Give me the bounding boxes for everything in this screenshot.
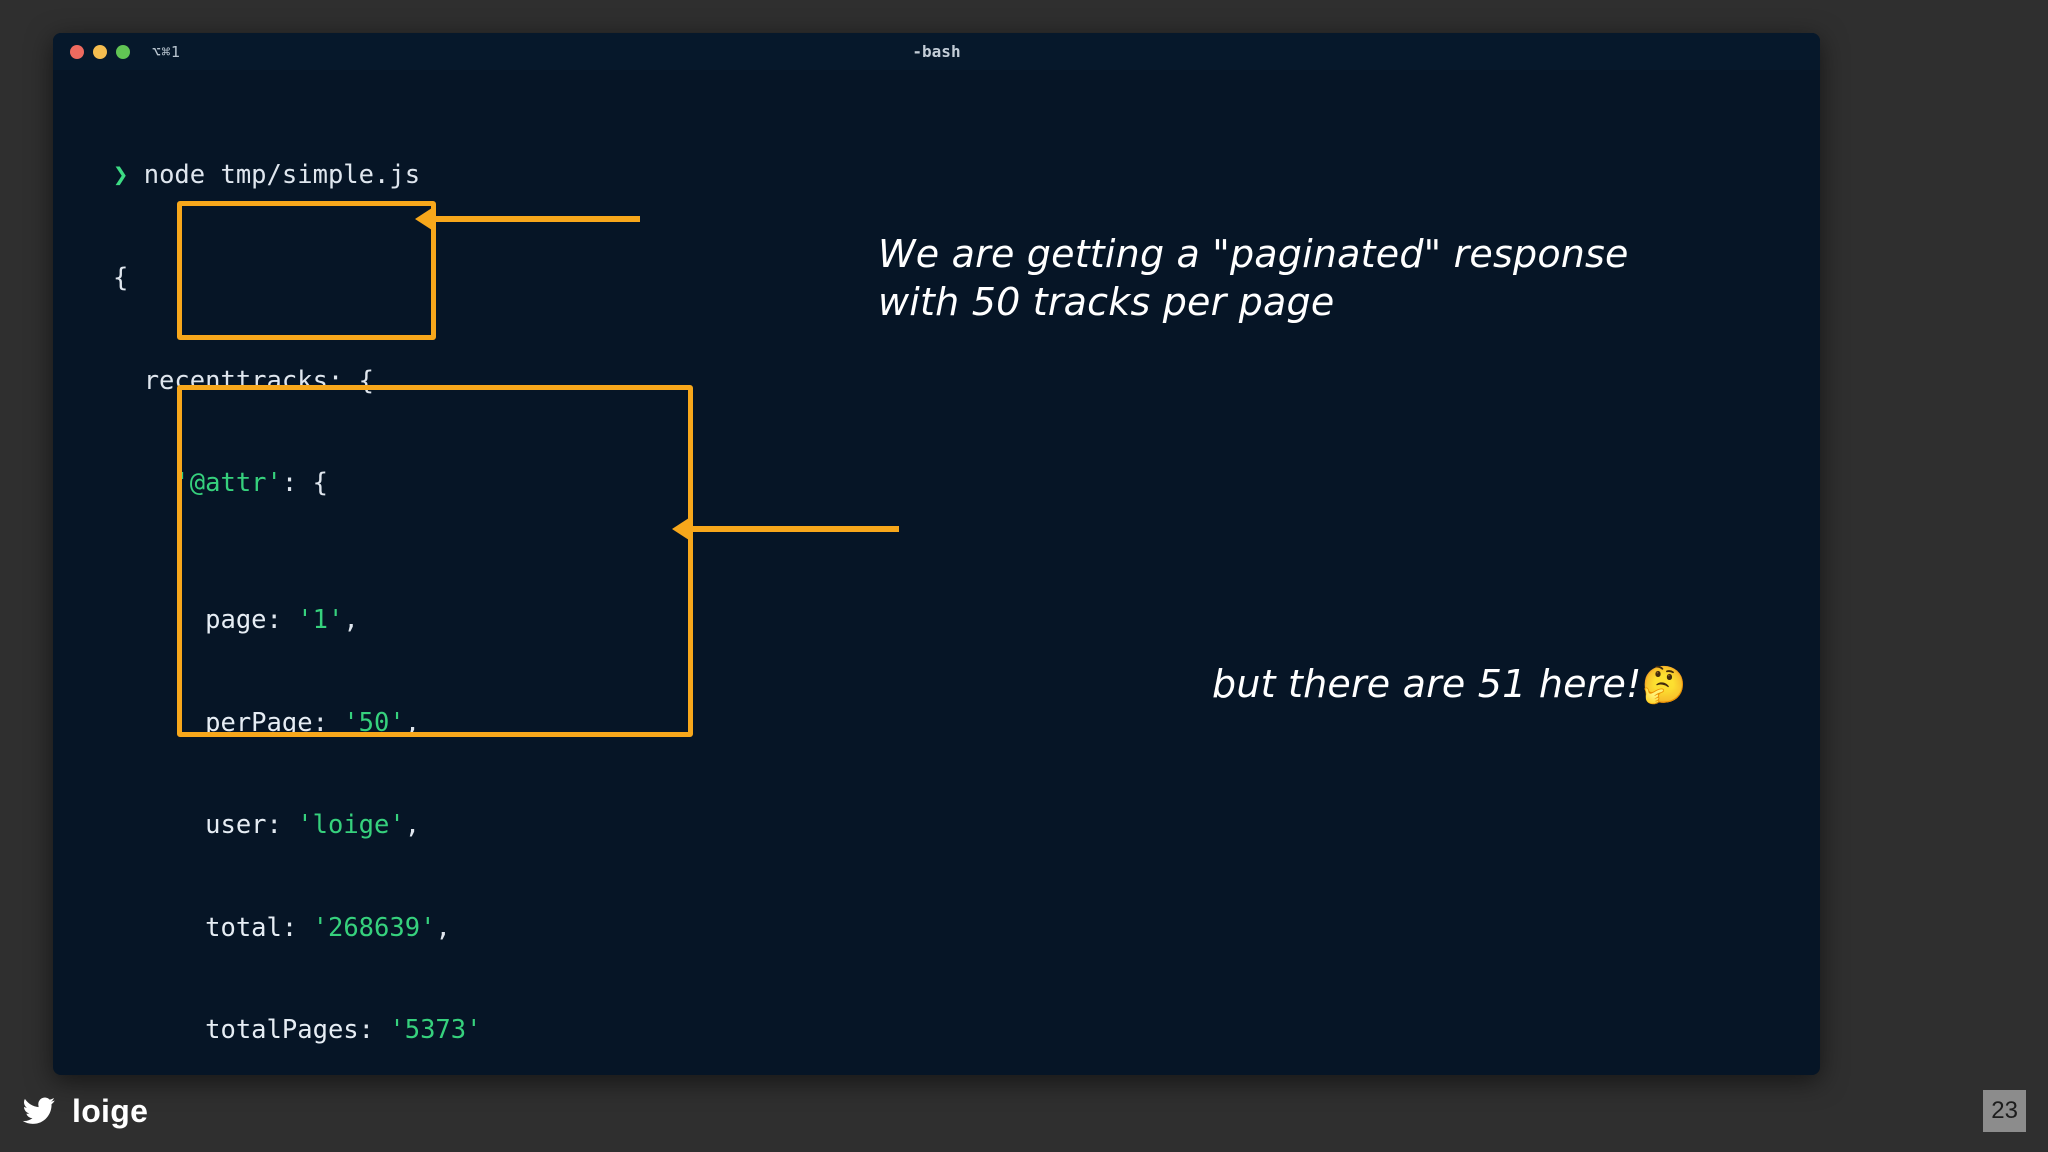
footer-handle: loige xyxy=(72,1093,149,1129)
maximize-button[interactable] xyxy=(116,44,130,59)
terminal-titlebar[interactable]: ⌥⌘1 -bash xyxy=(53,33,1820,70)
paginated-note-line1: We are getting a "paginated" response xyxy=(878,232,1629,276)
attr-entry-total: total: '268639', xyxy=(205,912,451,943)
attr-key-text: '@attr' xyxy=(174,468,282,499)
paginated-note: We are getting a "paginated" response wi… xyxy=(878,230,1698,326)
count-note: but there are 51 here!🤔 xyxy=(1212,660,1912,710)
command-line: ❯ node tmp/simple.js xyxy=(113,158,1820,192)
attr-entry-totalpages: totalPages: '5373' xyxy=(205,1015,482,1046)
page-number: 23 xyxy=(1983,1090,2026,1132)
attr-entry-user: user: 'loige', xyxy=(205,810,421,841)
close-button[interactable] xyxy=(70,44,84,59)
window-title: -bash xyxy=(912,42,961,61)
output-open-brace: { xyxy=(113,263,129,293)
traffic-lights xyxy=(70,44,130,59)
prompt-symbol: ❯ xyxy=(113,160,129,191)
output-attr-key: '@attr': { xyxy=(174,468,328,499)
arrow-left-to-attr-box xyxy=(435,216,640,222)
terminal-window: ⌥⌘1 -bash ❯ node tmp/simple.js { recentt… xyxy=(53,33,1820,1075)
command-text: node tmp/simple.js xyxy=(143,160,421,191)
footer: loige xyxy=(22,1093,148,1130)
paginated-note-line2: with 50 tracks per page xyxy=(878,280,1335,324)
count-note-text: but there are 51 here! xyxy=(1212,662,1642,706)
attr-entry-page: page: '1', xyxy=(205,604,359,635)
thinking-face-emoji: 🤔 xyxy=(1641,665,1687,706)
arrow-left-to-track-box xyxy=(692,526,899,532)
attr-entry-perpage: perPage: '50', xyxy=(205,707,421,738)
tab-shortcut-label: ⌥⌘1 xyxy=(152,42,181,61)
terminal-output: ❯ node tmp/simple.js { recenttracks: { '… xyxy=(53,70,1820,1075)
minimize-button[interactable] xyxy=(93,44,107,59)
twitter-bird-icon xyxy=(22,1096,56,1127)
output-recenttracks-key: recenttracks: { xyxy=(113,365,374,396)
